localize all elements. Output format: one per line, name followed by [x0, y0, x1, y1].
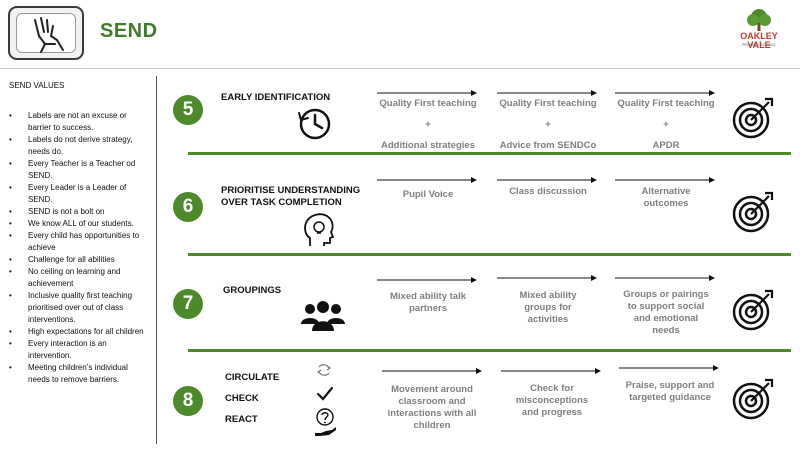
clock-history-icon [298, 108, 331, 140]
arrow-right-icon [497, 90, 597, 96]
label-check: CHECK [225, 393, 259, 404]
arrow-right-icon [619, 365, 719, 371]
arrow-right-icon [501, 368, 601, 374]
strategy-row-prioritise-understanding: 6 PRIORITISE UNDERSTANDING OVER TASK COM… [160, 170, 800, 258]
row-divider [188, 349, 791, 352]
list-item: Every Leader is a Leader of SEND. [9, 182, 149, 206]
sidebar-divider [156, 76, 157, 444]
row-title: EARLY IDENTIFICATION [221, 92, 331, 103]
hand-holding-icon [34, 17, 64, 53]
label-react: REACT [225, 414, 258, 425]
row-divider [188, 152, 791, 155]
page-title: SEND [100, 20, 158, 42]
tree-icon [747, 9, 771, 31]
head-lightbulb-icon [304, 213, 335, 246]
strategy-row-early-identification: 5 EARLY IDENTIFICATION Quality First tea… [160, 80, 800, 160]
logo-text: OAKLEY VALE [740, 31, 778, 50]
arrow-right-icon [497, 177, 597, 183]
refresh-arrows-icon [316, 364, 332, 376]
row-title-line-1: PRIORITISE UNDERSTANDING [221, 185, 361, 196]
cell-line-1: Quality First teaching [499, 98, 597, 109]
cell-line-2: Additional strategies [381, 140, 475, 151]
cell-text: Movement around classroom and interactio… [387, 384, 477, 431]
target-icon [732, 97, 774, 139]
header-divider [0, 68, 800, 69]
cell-text: Groups or pairings to support social and… [623, 289, 709, 336]
target-icon [732, 289, 774, 331]
list-item: Every Teacher is a Teacher od SEND. [9, 158, 149, 182]
row-number-badge: 8 [173, 386, 203, 416]
cell-line-2: Advice from SENDCo [499, 140, 597, 151]
group-people-icon [301, 301, 345, 331]
row-number-badge: 7 [173, 289, 203, 319]
cell-plus: + [425, 119, 431, 130]
cell-plus: + [545, 119, 551, 130]
cell-line-1: Quality First teaching [379, 98, 477, 109]
list-item: Meeting children’s individual needs to r… [9, 362, 149, 386]
arrow-right-icon [615, 177, 715, 183]
row-title-line-2: OVER TASK COMPLETION [221, 197, 342, 208]
values-list: Labels are not an excuse or barrier to s… [9, 110, 149, 386]
list-item: Every child has opportunities to achieve [9, 230, 149, 254]
strategy-row-groupings: 7 GROUPINGS Mixed ability talk partners … [160, 268, 800, 352]
list-item: Labels are not an excuse or barrier to s… [9, 110, 149, 134]
cell-line-2: APDR [652, 140, 680, 151]
list-item: Every interaction is an intervention. [9, 338, 149, 362]
arrow-right-icon [615, 90, 715, 96]
row-number-badge: 5 [173, 95, 203, 125]
list-item: SEND is not a bolt on [9, 206, 149, 218]
list-item: We know ALL of our students. [9, 218, 149, 230]
cell-text: Mixed ability talk partners [389, 291, 467, 314]
row-title: GROUPINGS [223, 285, 282, 296]
arrow-right-icon [615, 275, 715, 281]
school-logo: OAKLEY VALE PRIMARY SCHOOL [728, 8, 790, 52]
list-item: Inclusive quality first teaching priorit… [9, 290, 149, 326]
cell-text: Alternative outcomes [641, 186, 691, 209]
target-icon [732, 191, 774, 233]
arrow-right-icon [377, 90, 477, 96]
sidebar-title: SEND VALUES [9, 81, 65, 90]
arrow-right-icon [377, 177, 477, 183]
list-item: Challenge for all abilities [9, 254, 149, 266]
list-item: High expectations for all children [9, 326, 149, 338]
cell-text: Pupil Voice [402, 189, 454, 200]
cell-text: Class discussion [509, 186, 587, 197]
question-hand-icon [315, 408, 336, 436]
cell-line-1: Quality First teaching [617, 98, 715, 109]
arrow-right-icon [377, 277, 477, 283]
list-item: Labels do not derive strategy, needs do. [9, 134, 149, 158]
list-item: No ceiling on learning and achievement [9, 266, 149, 290]
strategy-row-circulate-check-react: 8 CIRCULATE CHECK REACT Movement around … [160, 357, 800, 445]
row-divider [188, 253, 791, 256]
row-number-badge: 6 [173, 192, 203, 222]
arrow-right-icon [382, 368, 482, 374]
cell-text: Praise, support and targeted guidance [625, 380, 715, 403]
cell-text: Check for misconceptions and progress [515, 383, 589, 418]
logo-subtext: PRIMARY SCHOOL [741, 43, 777, 47]
cell-text: Mixed ability groups for activities [519, 290, 577, 325]
cell-plus: + [663, 119, 669, 130]
header-icon-box [8, 6, 84, 60]
checkmark-icon [316, 386, 334, 401]
arrow-right-icon [497, 275, 597, 281]
label-circulate: CIRCULATE [225, 372, 280, 383]
target-icon [732, 378, 774, 420]
